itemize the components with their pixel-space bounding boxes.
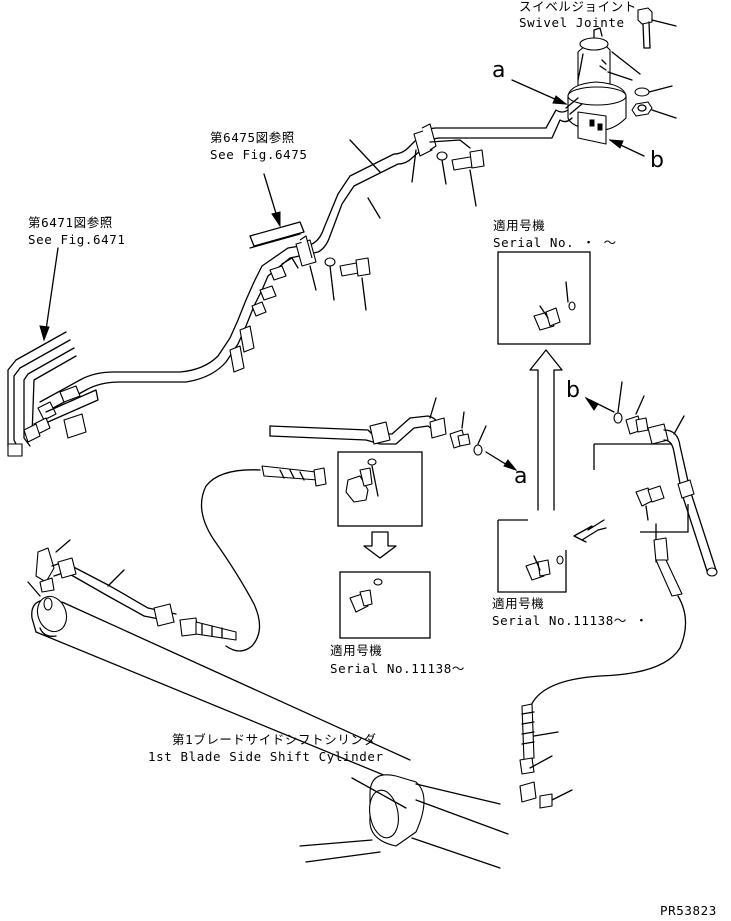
- arrow-a-mid-head: [503, 459, 518, 472]
- arrow-6471-line: [45, 247, 59, 331]
- left-pipes: [7, 331, 99, 457]
- center-fittings: [449, 429, 483, 456]
- ref-b-right: b: [650, 148, 664, 173]
- leader-swivel: [611, 51, 641, 75]
- inset-box-right: [593, 443, 689, 533]
- washer-right: [634, 85, 673, 97]
- right-hose: [519, 537, 687, 809]
- left-cylinder-pipe: [35, 547, 237, 641]
- center-hose: [200, 465, 327, 652]
- center-pipe: [269, 415, 447, 445]
- arrow-6475-head: [271, 211, 281, 228]
- cylinder-label-en: 1st Blade Side Shift Cylinder: [148, 749, 384, 764]
- leader-u2: [469, 169, 477, 207]
- leader-r2: [635, 395, 645, 415]
- ref-a-mid: a: [514, 464, 528, 489]
- leader-lc2: [107, 569, 125, 587]
- leader-c1: [429, 397, 437, 419]
- leader-lc1: [55, 539, 71, 553]
- fig6475-label-en: See Fig.6475: [210, 147, 308, 162]
- fitting-mid: [281, 257, 299, 269]
- serial-mid-en: Serial No.11138～: [330, 661, 465, 676]
- bolt-top: [637, 7, 677, 49]
- up-arrow: [529, 349, 563, 511]
- leader-lc3: [27, 581, 41, 597]
- leader-rh3: [551, 789, 573, 801]
- right-pipe: [663, 429, 718, 577]
- leader-r1: [617, 381, 623, 413]
- leader-rh1: [533, 731, 559, 737]
- inset-top-fitting: [533, 281, 576, 331]
- swivel-label-jp: スイベルジョイント: [519, 0, 637, 14]
- serial-right-en: Serial No.11138～ ・: [492, 613, 649, 628]
- leader-r3: [673, 415, 685, 435]
- nut-right: [631, 101, 677, 119]
- arrow-6471-head: [39, 325, 50, 342]
- right-fittings: [613, 412, 669, 445]
- leader-u1: [441, 159, 447, 185]
- leader-swivel-2: [607, 71, 633, 81]
- inset-serial-right-fitting: [525, 555, 564, 581]
- leader-l2: [361, 277, 367, 311]
- serial-mid-jp: 適用号機: [330, 643, 383, 658]
- fig6475-label-jp: 第6475図参照: [210, 130, 295, 145]
- middle-pipes: [39, 247, 291, 413]
- inset-box-center: [337, 451, 423, 527]
- leader-u3: [411, 149, 417, 183]
- upper-pipes: [287, 97, 583, 267]
- inset-box-lower: [339, 571, 431, 639]
- leader-cylinder: [351, 777, 407, 809]
- inset-box-serial-right: [497, 519, 567, 593]
- arrow-b-head: [608, 139, 624, 149]
- leader-u4: [349, 139, 381, 173]
- serial-top-jp: 適用号機: [493, 218, 546, 233]
- leader-rh2: [529, 755, 553, 769]
- arrow-a-head: [552, 95, 568, 105]
- cylinder-label-jp: 第1ブレードサイドシフトシリンダ: [172, 732, 377, 747]
- ref-a-top: a: [492, 58, 506, 83]
- leader-l3: [309, 265, 317, 291]
- diag-arrow: [573, 519, 607, 543]
- fig6471-label-jp: 第6471図参照: [28, 215, 113, 230]
- serial-top-en: Serial No. ・ ～: [493, 235, 617, 250]
- leader-c3: [477, 425, 487, 445]
- leader-c2: [461, 411, 465, 429]
- arrow-6475-line: [263, 173, 279, 221]
- fig6471-label-en: See Fig.6471: [28, 232, 126, 247]
- down-arrow: [363, 531, 397, 559]
- inset-right-fitting: [635, 485, 665, 521]
- serial-right-jp: 適用号機: [492, 596, 545, 611]
- ref-b-mid: b: [566, 378, 580, 403]
- inset-center-fitting: [345, 458, 379, 503]
- swivel-joint: [567, 27, 627, 145]
- swivel-label-en: Swivel Jointe: [519, 15, 625, 30]
- fig6475-stub: [249, 221, 305, 249]
- leader-u5: [367, 197, 381, 219]
- cylinder-body: [31, 595, 509, 869]
- arrow-b-mid-head: [584, 396, 599, 411]
- inset-box-top: [497, 251, 591, 345]
- bolt-lower: [324, 257, 371, 277]
- inset-lower-fitting: [349, 578, 383, 613]
- part-code: PR53823: [660, 903, 717, 918]
- bolt-upper: [436, 149, 485, 171]
- leader-l1: [329, 265, 335, 301]
